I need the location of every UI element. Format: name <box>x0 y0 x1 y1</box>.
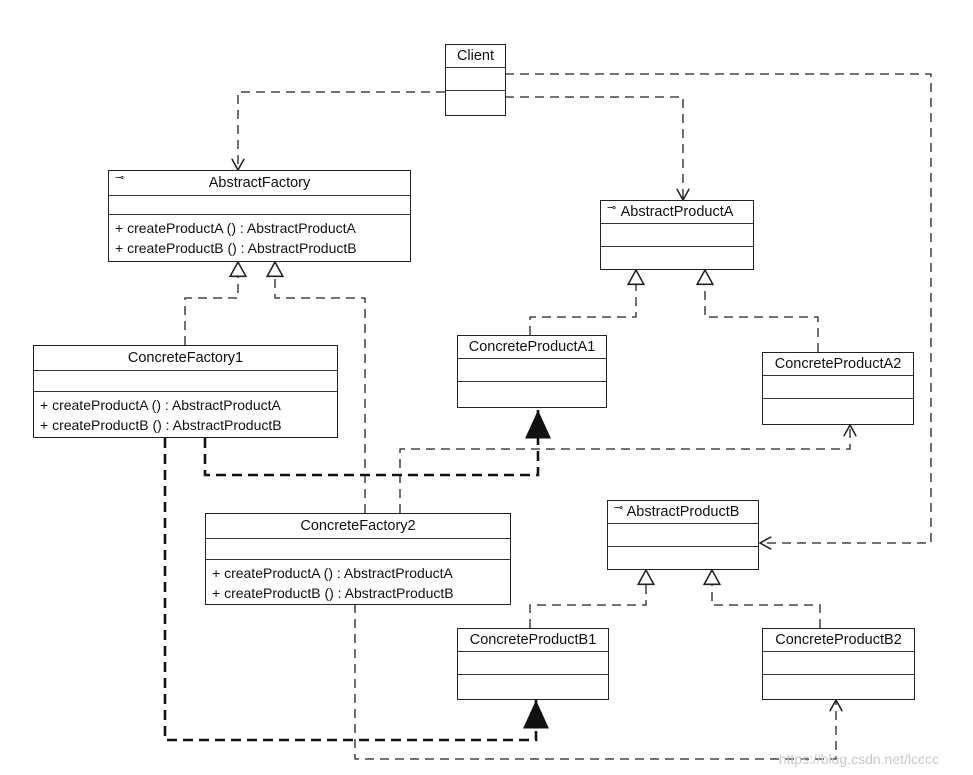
attributes-section <box>763 652 914 675</box>
operations-section: + createProductA () : AbstractProductA +… <box>109 215 410 261</box>
client-to-abstractfactory <box>238 91 445 170</box>
interface-marker-icon: ⊸ <box>115 172 125 184</box>
factory1-realization <box>184 262 238 345</box>
class-name: ConcreteFactory2 <box>206 514 510 539</box>
operations-section <box>446 91 505 111</box>
interface-marker-icon: ⊸ <box>614 502 624 514</box>
operations-section <box>763 675 914 695</box>
class-name-text: AbstractProductA <box>620 204 734 220</box>
attributes-section <box>109 196 410 215</box>
class-name: ConcreteFactory1 <box>34 346 337 371</box>
class-name-text: AbstractProductB <box>626 504 740 520</box>
operation: + createProductB () : AbstractProductB <box>115 240 357 256</box>
factory2-to-productb2 <box>354 604 836 760</box>
productb2-realization <box>712 570 821 628</box>
operations-section <box>458 382 606 402</box>
class-concrete-product-b2[interactable]: ConcreteProductB2 <box>762 628 915 700</box>
attributes-section <box>763 376 913 399</box>
attributes-section <box>446 68 505 91</box>
class-abstract-factory[interactable]: ⊸ AbstractFactory + createProductA () : … <box>108 170 411 262</box>
class-concrete-factory2[interactable]: ConcreteFactory2 + createProductA () : A… <box>205 513 511 605</box>
class-abstract-product-a[interactable]: ⊸ AbstractProductA <box>600 200 754 270</box>
operations-section <box>608 547 758 567</box>
operations-section: + createProductA () : AbstractProductA +… <box>206 560 510 606</box>
factory2-realization <box>275 262 366 513</box>
operation: + createProductB () : AbstractProductB <box>40 417 282 433</box>
class-concrete-product-a1[interactable]: ConcreteProductA1 <box>457 335 607 408</box>
operations-section <box>458 675 608 695</box>
class-name-text: AbstractFactory <box>208 175 311 191</box>
attributes-section <box>206 539 510 560</box>
attributes-section <box>601 224 753 247</box>
operations-section <box>763 399 913 419</box>
class-name: ⊸ AbstractFactory <box>109 171 410 196</box>
operation: + createProductB () : AbstractProductB <box>212 585 454 601</box>
class-concrete-product-a2[interactable]: ConcreteProductA2 <box>762 352 914 425</box>
watermark: https://blog.csdn.net/lcccc <box>778 751 939 767</box>
class-name: ConcreteProductA2 <box>763 353 913 376</box>
class-name: Client <box>446 45 505 68</box>
class-name: ConcreteProductB1 <box>458 629 608 652</box>
class-name: ⊸ AbstractProductA <box>601 201 753 224</box>
client-to-abstractproductb <box>505 73 932 543</box>
operation: + createProductA () : AbstractProductA <box>212 565 453 581</box>
class-abstract-product-b[interactable]: ⊸ AbstractProductB <box>607 500 759 570</box>
interface-marker-icon: ⊸ <box>607 202 617 214</box>
producta2-realization <box>705 270 819 352</box>
attributes-section <box>34 371 337 392</box>
producta1-realization <box>529 270 636 335</box>
class-name: ConcreteProductB2 <box>763 629 914 652</box>
factory1-to-productb1 <box>163 438 549 742</box>
class-client[interactable]: Client <box>445 44 506 116</box>
class-name: ConcreteProductA1 <box>458 336 606 359</box>
attributes-section <box>608 524 758 547</box>
operation: + createProductA () : AbstractProductA <box>40 397 281 413</box>
client-to-abstractproducta <box>505 96 683 200</box>
productb1-realization <box>529 570 646 628</box>
class-concrete-product-b1[interactable]: ConcreteProductB1 <box>457 628 609 700</box>
attributes-section <box>458 359 606 382</box>
factory2-to-producta2 <box>399 425 850 513</box>
operation: + createProductA () : AbstractProductA <box>115 220 356 236</box>
operations-section: + createProductA () : AbstractProductA +… <box>34 392 337 438</box>
class-name: ⊸ AbstractProductB <box>608 501 758 524</box>
attributes-section <box>458 652 608 675</box>
operations-section <box>601 247 753 267</box>
factory1-to-producta1 <box>203 410 551 477</box>
class-concrete-factory1[interactable]: ConcreteFactory1 + createProductA () : A… <box>33 345 338 438</box>
